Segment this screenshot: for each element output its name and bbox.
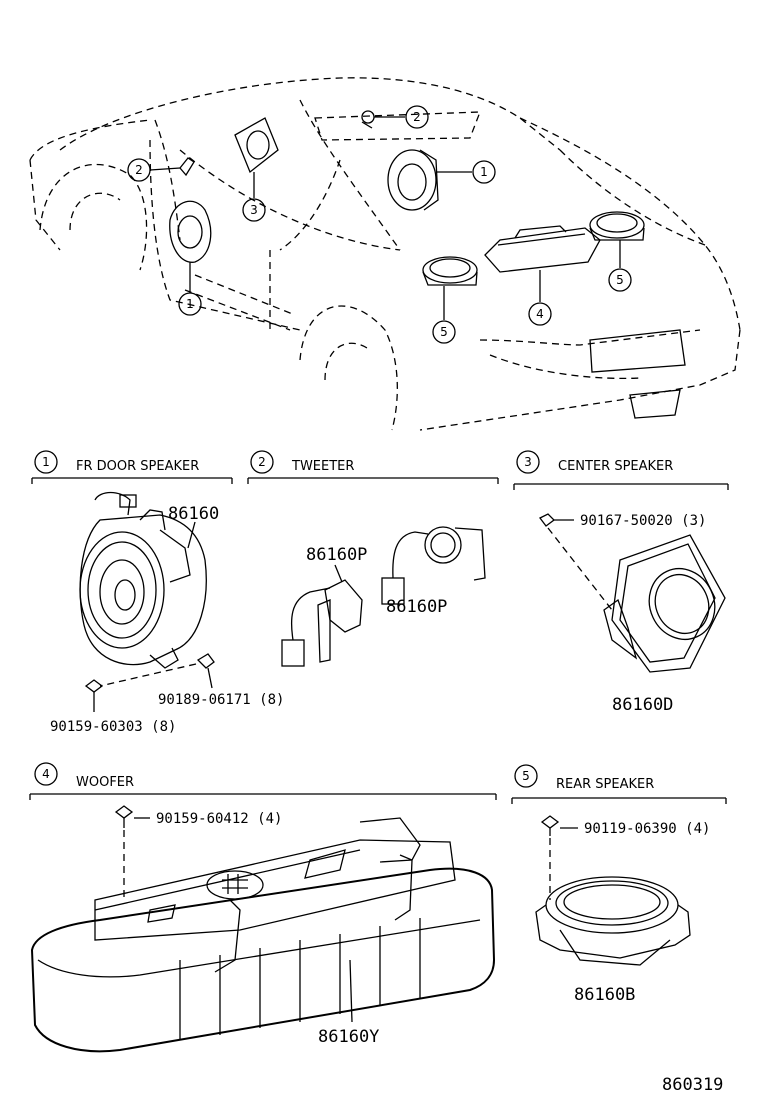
- section-title-fr-door: FR DOOR SPEAKER: [76, 459, 199, 474]
- section-number-4: 4: [42, 767, 50, 781]
- rear-screw-icon: [540, 815, 578, 836]
- section-number-2: 2: [258, 455, 266, 469]
- part-90167-50020: 90167-50020 (3): [580, 513, 706, 529]
- diagram-code: 860319: [662, 1075, 723, 1095]
- fr-door-speaker-drawing: [79, 491, 207, 669]
- part-86160p-b: 86160P: [386, 597, 447, 617]
- svg-text:2: 2: [135, 163, 143, 177]
- section-number-3: 3: [524, 455, 532, 469]
- car-door-speaker-rear: [387, 149, 439, 211]
- callout-4: 4: [528, 302, 552, 326]
- fr-screw-b-icon: [84, 679, 104, 712]
- svg-text:1: 1: [186, 297, 194, 311]
- fr-screw-a-icon: [196, 653, 215, 689]
- callout-1-front: 1: [178, 292, 202, 316]
- car-door-speaker-front: [169, 200, 212, 263]
- part-90159-60303: 90159-60303 (8): [50, 719, 176, 735]
- callout-3: 3: [242, 198, 266, 222]
- callout-5-left: 5: [432, 320, 456, 344]
- part-90189-06171: 90189-06171 (8): [158, 692, 284, 708]
- section-number-5: 5: [522, 769, 530, 783]
- tweeter-b-drawing: [381, 526, 486, 605]
- part-86160: 86160: [168, 504, 219, 524]
- car-tweeter-rear: [361, 110, 375, 129]
- callout-2-rear: 2: [405, 105, 429, 129]
- callout-2-front: 2: [127, 158, 151, 182]
- car-overview: 1 2 3 2 1 4 5 5: [29, 77, 741, 431]
- part-86160d: 86160D: [612, 695, 673, 715]
- car-tweeter-front: [179, 157, 195, 177]
- car-woofer: [484, 225, 601, 273]
- section-center-speaker: 3 CENTER SPEAKER 90167-50020 (3) 86160D: [513, 450, 729, 715]
- svg-text:2: 2: [413, 110, 421, 124]
- section-rear-speaker: 5 REAR SPEAKER 90119-06390 (4) 86160B: [511, 764, 727, 1005]
- tweeter-a-drawing: [281, 579, 363, 667]
- woofer-screw-icon: [114, 805, 150, 828]
- center-speaker-drawing: [603, 534, 726, 673]
- center-screw-icon: [539, 513, 574, 527]
- svg-text:1: 1: [480, 165, 488, 179]
- svg-text:3: 3: [250, 203, 258, 217]
- part-86160p-a: 86160P: [306, 545, 367, 565]
- section-title-rear: REAR SPEAKER: [556, 777, 654, 792]
- section-title-center: CENTER SPEAKER: [558, 459, 673, 474]
- section-number-1: 1: [42, 455, 50, 469]
- part-86160b: 86160B: [574, 985, 635, 1005]
- section-woofer: 4 WOOFER 90159-60412 (4) 86160Y: [29, 762, 497, 1053]
- section-title-woofer: WOOFER: [76, 775, 134, 790]
- svg-text:5: 5: [616, 273, 624, 287]
- callout-5-right: 5: [608, 268, 632, 292]
- section-fr-door-speaker: 1 FR DOOR SPEAKER 86160 90189-06171 (8): [31, 450, 284, 735]
- rear-speaker-drawing: [535, 876, 691, 966]
- section-title-tweeter: TWEETER: [291, 459, 354, 474]
- part-90119-06390: 90119-06390 (4): [584, 821, 710, 837]
- car-rear-speaker-left: [422, 256, 478, 286]
- car-center-speaker: [234, 117, 279, 174]
- svg-text:4: 4: [536, 307, 544, 321]
- car-rear-speaker-right: [589, 211, 645, 241]
- callout-1-rear: 1: [472, 160, 496, 184]
- woofer-drawing: [30, 817, 496, 1053]
- section-tweeter: 2 TWEETER 86160P 86160P: [247, 450, 499, 667]
- svg-text:5: 5: [440, 325, 448, 339]
- part-86160y: 86160Y: [318, 1027, 379, 1047]
- part-90159-60412: 90159-60412 (4): [156, 811, 282, 827]
